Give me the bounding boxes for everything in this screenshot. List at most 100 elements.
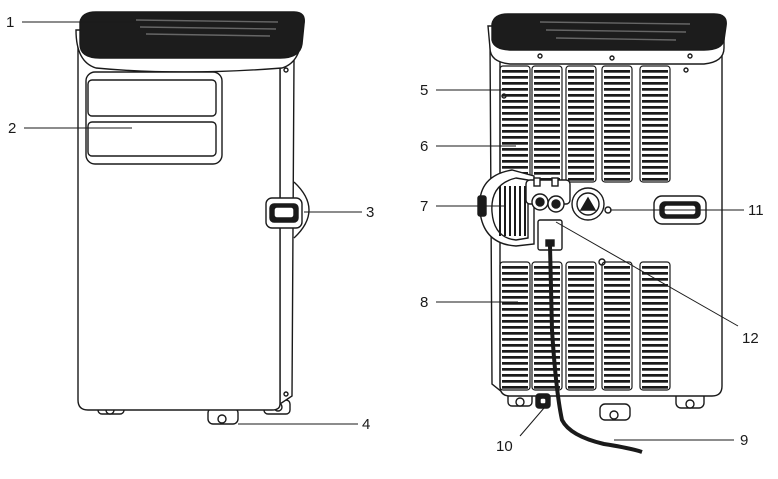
- grille-slat: [502, 296, 528, 299]
- callout-7: 7: [420, 198, 428, 215]
- grille-slat: [568, 130, 594, 133]
- grille-slat: [534, 272, 560, 275]
- grille-slat: [534, 332, 560, 335]
- grille-slat: [604, 130, 630, 133]
- grille-slat: [642, 130, 668, 133]
- grille-slat: [568, 314, 594, 317]
- grille-slat: [568, 70, 594, 73]
- grille-slat: [604, 380, 630, 383]
- grille-column: [565, 65, 597, 183]
- grille-slat: [604, 178, 630, 181]
- grille-slat: [568, 362, 594, 365]
- grille-slat: [642, 362, 668, 365]
- grille-slat: [568, 76, 594, 79]
- grille-slat: [642, 272, 668, 275]
- grille-slat: [568, 106, 594, 109]
- grille-slat: [642, 166, 668, 169]
- grille-slat: [502, 154, 528, 157]
- grille-column: [499, 261, 531, 391]
- grille-slat: [642, 106, 668, 109]
- grille-column: [639, 261, 671, 391]
- grille-slat: [502, 284, 528, 287]
- grille-slat: [502, 302, 528, 305]
- grille-slat: [604, 154, 630, 157]
- front-display-panel: [85, 71, 223, 165]
- grille-slat: [502, 314, 528, 317]
- grille-slat: [642, 374, 668, 377]
- grille-slat: [568, 344, 594, 347]
- front-side-panel: [279, 58, 295, 406]
- grille-slat: [534, 290, 560, 293]
- grille-slat: [502, 266, 528, 269]
- exhaust-port: [477, 169, 535, 247]
- grille-slat: [502, 308, 528, 311]
- grille-slat: [534, 82, 560, 85]
- grille-slat: [642, 344, 668, 347]
- grille-slat: [604, 76, 630, 79]
- grille-slat: [642, 82, 668, 85]
- grille-slat: [642, 178, 668, 181]
- grille-slat: [502, 356, 528, 359]
- grille-slat: [534, 338, 560, 341]
- grille-slat: [642, 290, 668, 293]
- grille-slat: [568, 338, 594, 341]
- grille-slat: [568, 374, 594, 377]
- grille-slat: [568, 166, 594, 169]
- grille-slat: [502, 136, 528, 139]
- grille-slat: [642, 76, 668, 79]
- grille-slat: [534, 326, 560, 329]
- grille-slat: [642, 380, 668, 383]
- front-view: [75, 11, 310, 425]
- grille-slat: [534, 100, 560, 103]
- grille-slat: [604, 290, 630, 293]
- grille-slat: [604, 314, 630, 317]
- grille-slat: [642, 148, 668, 151]
- grille-slat: [604, 82, 630, 85]
- callout-3: 3: [366, 204, 374, 221]
- grille-slat: [534, 350, 560, 353]
- grille-slat: [534, 88, 560, 91]
- grille-slat: [502, 320, 528, 323]
- grille-slat: [534, 356, 560, 359]
- grille-column: [531, 261, 563, 391]
- grille-slat: [568, 350, 594, 353]
- grille-slat: [568, 320, 594, 323]
- grille-slat: [534, 308, 560, 311]
- grille-slat: [568, 296, 594, 299]
- grille-slat: [568, 88, 594, 91]
- grille-slat: [534, 302, 560, 305]
- grille-slat: [534, 70, 560, 73]
- grille-slat: [604, 100, 630, 103]
- grille-slat: [502, 278, 528, 281]
- front-top-vent: [135, 19, 279, 37]
- grille-slat: [568, 94, 594, 97]
- grille-slat: [568, 308, 594, 311]
- grille-slat: [502, 386, 528, 389]
- grille-slat: [534, 362, 560, 365]
- grille-slat: [502, 112, 528, 115]
- callout-2: 2: [8, 120, 16, 137]
- grille-slat: [604, 302, 630, 305]
- grille-slat: [642, 350, 668, 353]
- grille-slat: [568, 172, 594, 175]
- grille-slat: [502, 124, 528, 127]
- callout-labels: 1 2 3 4 5 6 7 8 9 10 11 12: [6, 14, 764, 455]
- grille-slat: [604, 94, 630, 97]
- grille-slat: [604, 308, 630, 311]
- grille-slat: [568, 142, 594, 145]
- grille-slat: [604, 142, 630, 145]
- grille-slat: [604, 332, 630, 335]
- grille-slat: [642, 326, 668, 329]
- grille-slat: [604, 344, 630, 347]
- callout-6: 6: [420, 138, 428, 155]
- grille-slat: [642, 302, 668, 305]
- grille-slat: [642, 142, 668, 145]
- grille-slat: [568, 82, 594, 85]
- grille-slat: [502, 380, 528, 383]
- power-cord: [548, 245, 643, 454]
- grille-slat: [502, 94, 528, 97]
- grille-slat: [534, 368, 560, 371]
- grille-slat: [534, 160, 560, 163]
- grille-slat: [534, 278, 560, 281]
- back-top-panel: [491, 13, 727, 51]
